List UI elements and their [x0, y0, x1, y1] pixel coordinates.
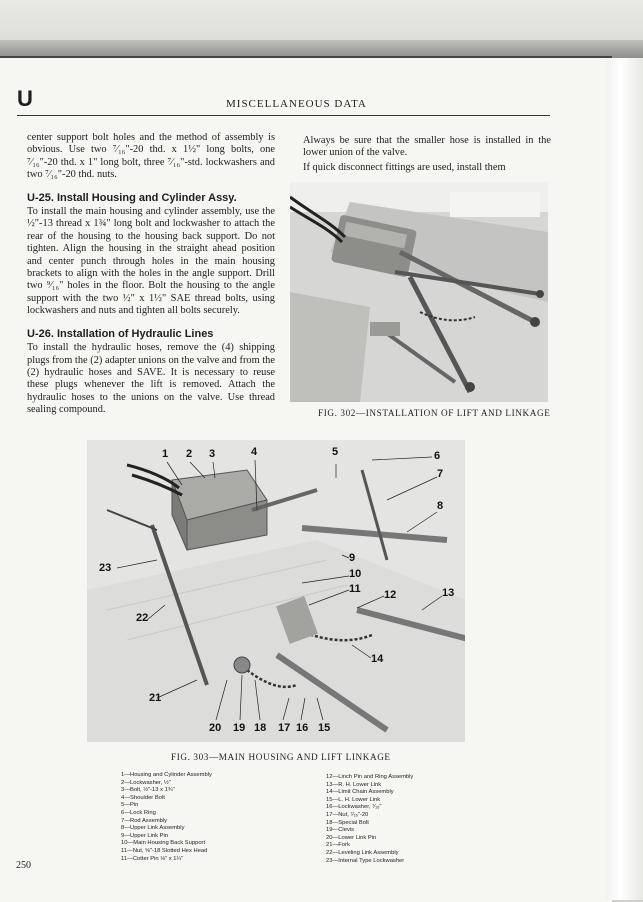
legend-item: 17—Nut, ⁷⁄₁₆"-20 — [326, 811, 369, 818]
legend-item: 8—Upper Link Assembly — [121, 825, 185, 832]
callout-10: 10 — [349, 568, 362, 580]
callout-2: 2 — [186, 448, 193, 460]
callout-15: 15 — [318, 722, 331, 734]
callout-16: 16 — [296, 722, 309, 734]
callout-12: 12 — [384, 589, 397, 601]
callout-9: 9 — [349, 552, 356, 564]
callout-8: 8 — [437, 500, 444, 512]
legend-item: 7—Rod Assembly — [121, 817, 168, 824]
figure-302-caption: FIG. 302—INSTALLATION OF LIFT AND LINKAG… — [318, 408, 551, 418]
callout-3: 3 — [209, 448, 216, 460]
callout-20: 20 — [209, 722, 222, 734]
heading-u25: U-25. Install Housing and Cylinder Assy. — [27, 191, 237, 204]
page-edge — [606, 58, 643, 900]
book-spine — [0, 40, 643, 58]
right-paragraph-2: If quick disconnect fittings are used, i… — [303, 161, 506, 173]
page-number: 250 — [16, 860, 31, 871]
callout-5: 5 — [332, 446, 339, 458]
callout-14: 14 — [371, 653, 384, 665]
scanner-background — [0, 0, 643, 58]
legend-item: 2—Lockwasher, ½" — [121, 779, 171, 786]
parts-legend-left: 1—Housing and Cylinder Assembly 2—Lockwa… — [121, 772, 212, 863]
legend-item: 11—Nut, ⅝"-18 Slotted Hex Head — [121, 847, 208, 854]
intro-paragraph: center support bolt holes and the method… — [27, 132, 275, 181]
lift-linkage-photo — [290, 182, 548, 402]
callout-6: 6 — [434, 450, 441, 462]
parts-legend-right: 12—Linch Pin and Ring Assembly 13—R. H. … — [326, 774, 413, 865]
legend-item: 18—Special Bolt — [326, 819, 369, 826]
legend-item: 5—Pin — [121, 802, 139, 809]
legend-item: 21—Fork — [326, 842, 350, 849]
legend-item: 10—Main Housing Back Support — [121, 840, 206, 847]
header-rule — [17, 115, 550, 116]
callout-13: 13 — [442, 587, 455, 599]
running-head: MISCELLANEOUS DATA — [226, 98, 367, 110]
legend-item: 14—Limit Chain Assembly — [326, 789, 394, 796]
legend-item: 22—Leveling Link Assembly — [326, 849, 399, 856]
legend-item: 4—Shoulder Bolt — [121, 794, 165, 801]
legend-item: 15—L. H. Lower Link — [326, 796, 381, 803]
callout-23: 23 — [99, 562, 112, 574]
legend-item: 1—Housing and Cylinder Assembly — [121, 772, 212, 778]
legend-item: 12—Linch Pin and Ring Assembly — [326, 774, 414, 780]
legend-item: 23—Internal Type Lockwasher — [326, 857, 405, 864]
callout-11: 11 — [349, 583, 361, 595]
callout-4: 4 — [251, 446, 258, 458]
figure-303-caption: FIG. 303—MAIN HOUSING AND LIFT LINKAGE — [171, 752, 391, 762]
legend-item: 9—Upper Link Pin — [121, 832, 169, 839]
exploded-view-illustration — [87, 440, 465, 742]
body-u26: To install the hydraulic hoses, remove t… — [27, 342, 275, 416]
callout-19: 19 — [233, 722, 246, 734]
right-paragraph-1: Always be sure that the smaller hose is … — [303, 135, 551, 159]
legend-item: 16—Lockwasher, ⁷⁄₁₆" — [326, 804, 382, 811]
figure-303-diagram: 1 2 3 4 5 6 7 8 9 10 11 12 13 14 15 16 1… — [87, 440, 465, 742]
heading-u26: U-26. Installation of Hydraulic Lines — [27, 327, 214, 340]
callout-18: 18 — [254, 722, 267, 734]
legend-item: 3—Bolt, ½"-13 x 1¾" — [121, 787, 175, 794]
callout-17: 17 — [278, 722, 291, 734]
callout-1: 1 — [162, 448, 169, 460]
legend-item: 20—Lower Link Pin — [326, 834, 377, 841]
right-column: Always be sure that the smaller hose is … — [303, 135, 551, 176]
legend-item: 13—R. H. Lower Link — [326, 781, 382, 788]
body-u25: To install the main housing and cylinder… — [27, 206, 275, 317]
section-letter: U — [17, 86, 33, 111]
callout-21: 21 — [149, 692, 162, 704]
legend-item: 11—Cotter Pin ⅛" x 1¼" — [121, 855, 184, 862]
callout-7: 7 — [437, 468, 444, 480]
figure-302-photo — [290, 182, 548, 402]
legend-item: 6—Lock Ring — [121, 809, 156, 816]
callout-22: 22 — [136, 612, 149, 624]
legend-item: 19—Clevis — [326, 827, 355, 834]
left-column: center support bolt holes and the method… — [27, 132, 275, 419]
